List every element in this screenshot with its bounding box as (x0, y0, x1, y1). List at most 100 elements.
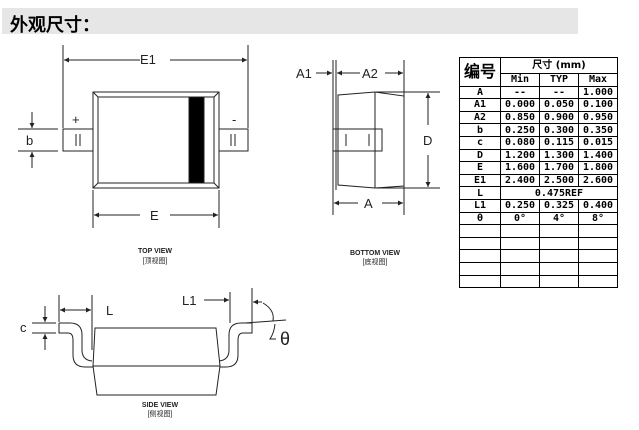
cell-typ: 1.300 (539, 148, 579, 163)
cell-id: D (459, 148, 501, 163)
dim-label-A1: A1 (296, 66, 312, 81)
top-view-caption: TOP VIEW (138, 248, 172, 255)
dim-label-b: b (26, 133, 33, 148)
cell-id: c (459, 135, 501, 150)
cell-id: A2 (459, 110, 501, 125)
cell-min: 1.200 (500, 148, 540, 163)
cell-typ: 0.050 (539, 98, 579, 112)
empty-cell (459, 236, 501, 251)
side-view (32, 288, 287, 396)
cell-min: -- (500, 85, 540, 100)
col-typ: TYP (539, 73, 579, 87)
cell-max: 1.400 (578, 148, 618, 163)
col-min: Min (500, 73, 540, 87)
cell-typ: -- (539, 85, 579, 100)
cell-id: b (459, 123, 501, 137)
cell-typ: 2.500 (539, 173, 579, 188)
top-view (18, 45, 249, 228)
cell-id: A1 (459, 98, 501, 112)
empty-cell (459, 249, 501, 263)
cell-id: L (459, 186, 501, 200)
cell-max: 1.000 (578, 85, 618, 100)
empty-cell (459, 224, 501, 238)
cell-max: 0.350 (578, 123, 618, 137)
dim-label-L: L (106, 303, 113, 318)
empty-cell (500, 224, 540, 238)
dim-label-D: D (423, 133, 432, 148)
empty-cell (578, 261, 618, 276)
empty-cell (500, 249, 540, 263)
bottom-view-caption-cn: [底视图] (363, 257, 388, 266)
bottom-view (316, 60, 440, 215)
side-view-caption: SIDE VIEW (142, 402, 179, 409)
empty-cell (578, 224, 618, 238)
cell-typ: 0.900 (539, 110, 579, 125)
empty-row (459, 224, 618, 238)
dim-label-E1: E1 (140, 52, 156, 67)
empty-row (459, 274, 618, 289)
top-view-caption-cn: [顶视图] (143, 256, 168, 265)
cell-max: 0.400 (578, 198, 618, 213)
cell-id: L1 (459, 198, 501, 213)
dim-label-L1: L1 (182, 293, 196, 308)
empty-cell (539, 224, 579, 238)
empty-row (459, 249, 618, 263)
cell-id: E1 (459, 173, 501, 188)
cell-max: 0.015 (578, 135, 618, 150)
empty-cell (500, 274, 540, 289)
cell-max: 0.100 (578, 98, 618, 112)
bottom-view-caption: BOTTOM VIEW (350, 250, 400, 257)
empty-cell (539, 261, 579, 276)
cathode-mark: - (232, 112, 236, 127)
dim-label-A: A (364, 196, 373, 211)
empty-row (459, 236, 618, 251)
cell-span: 0.475REF (500, 186, 618, 200)
header-dimension: 尺寸 (mm) (500, 57, 618, 74)
cell-min: 0.250 (500, 198, 540, 213)
header-id: 编号 (459, 57, 501, 87)
empty-row (459, 261, 618, 276)
empty-cell (459, 261, 501, 276)
side-view-caption-cn: [侧视图] (148, 409, 173, 418)
empty-cell (500, 236, 540, 251)
cell-id: E (459, 161, 501, 175)
cell-typ: 0.325 (539, 198, 579, 213)
cathode-band (188, 96, 205, 184)
cell-max: 0.950 (578, 110, 618, 125)
section-title: 外观尺寸： (10, 15, 100, 36)
cell-min: 0° (500, 211, 540, 226)
cell-typ: 0.115 (539, 135, 579, 150)
empty-cell (500, 261, 540, 276)
anode-mark: + (72, 112, 80, 127)
cell-min: 0.080 (500, 135, 540, 150)
cell-min: 1.600 (500, 161, 540, 175)
table-row: A----1.000 (459, 85, 618, 100)
empty-cell (578, 236, 618, 251)
empty-cell (539, 274, 579, 289)
cell-id: θ (459, 211, 501, 226)
cell-min: 0.850 (500, 110, 540, 125)
dim-label-c: c (20, 320, 27, 335)
empty-cell (578, 274, 618, 289)
cell-max: 1.800 (578, 161, 618, 175)
cell-min: 2.400 (500, 173, 540, 188)
cell-typ: 0.300 (539, 123, 579, 137)
dim-label-A2: A2 (362, 66, 378, 81)
cell-max: 2.600 (578, 173, 618, 188)
cell-min: 0.250 (500, 123, 540, 137)
dim-label-E: E (150, 208, 159, 223)
section-header: 外观尺寸： (2, 8, 578, 36)
cell-min: 0.000 (500, 98, 540, 112)
